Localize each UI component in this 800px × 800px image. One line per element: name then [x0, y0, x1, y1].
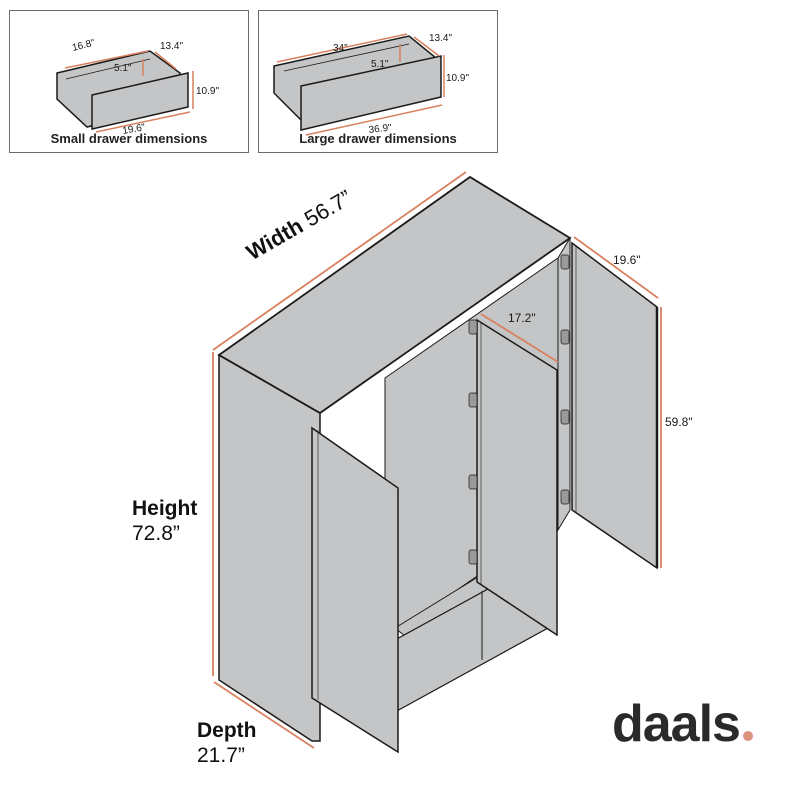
- small-drawer-inner-height: 5.1": [114, 63, 132, 74]
- large-door-width-label: 19.6": [613, 253, 641, 267]
- small-drawer-depth: 13.4": [160, 41, 183, 52]
- large-drawer-caption: Large drawer dimensions: [299, 131, 457, 146]
- hinge-icons: [468, 254, 570, 565]
- depth-label: Depth 21.7”: [197, 718, 257, 768]
- large-drawer-illustration: 34" 13.4" 5.1" 10.9" 36.9": [273, 33, 469, 136]
- large-drawer-top-length: 34": [333, 43, 348, 54]
- large-drawer-inset: 34" 13.4" 5.1" 10.9" 36.9" Large drawer …: [258, 10, 498, 153]
- small-door-dimension-line: [480, 313, 559, 363]
- large-drawer-height: 10.9": [446, 73, 469, 84]
- height-label: Height 72.8”: [132, 496, 197, 546]
- large-door-dimension-line: [573, 236, 659, 299]
- door-height-label: 59.8": [665, 415, 693, 429]
- small-drawer-caption: Small drawer dimensions: [50, 131, 208, 146]
- small-drawer-front-width: 19.6": [122, 122, 147, 137]
- brand-name: daals: [612, 695, 741, 753]
- large-drawer-inner-height: 5.1": [371, 59, 389, 70]
- depth-value: 21.7”: [197, 744, 245, 767]
- small-drawer-illustration: 16.8" 13.4" 5.1" 10.9" 19.6": [56, 38, 219, 137]
- width-dimension-line: [212, 171, 467, 351]
- large-drawer-depth: 13.4": [429, 33, 452, 44]
- brand-dot-icon: [742, 731, 753, 741]
- depth-title: Depth: [197, 719, 257, 742]
- height-value: 72.8”: [132, 522, 180, 545]
- small-drawer-height: 10.9": [196, 86, 219, 97]
- brand-logo: daals: [612, 694, 753, 754]
- height-title: Height: [132, 497, 198, 520]
- large-drawer-front-width: 36.9": [368, 123, 392, 136]
- small-drawer-inset: 16.8" 13.4" 5.1" 10.9" 19.6" Small drawe…: [9, 10, 249, 153]
- depth-dimension-line: [213, 681, 315, 749]
- small-door-width-label: 17.2": [508, 311, 536, 325]
